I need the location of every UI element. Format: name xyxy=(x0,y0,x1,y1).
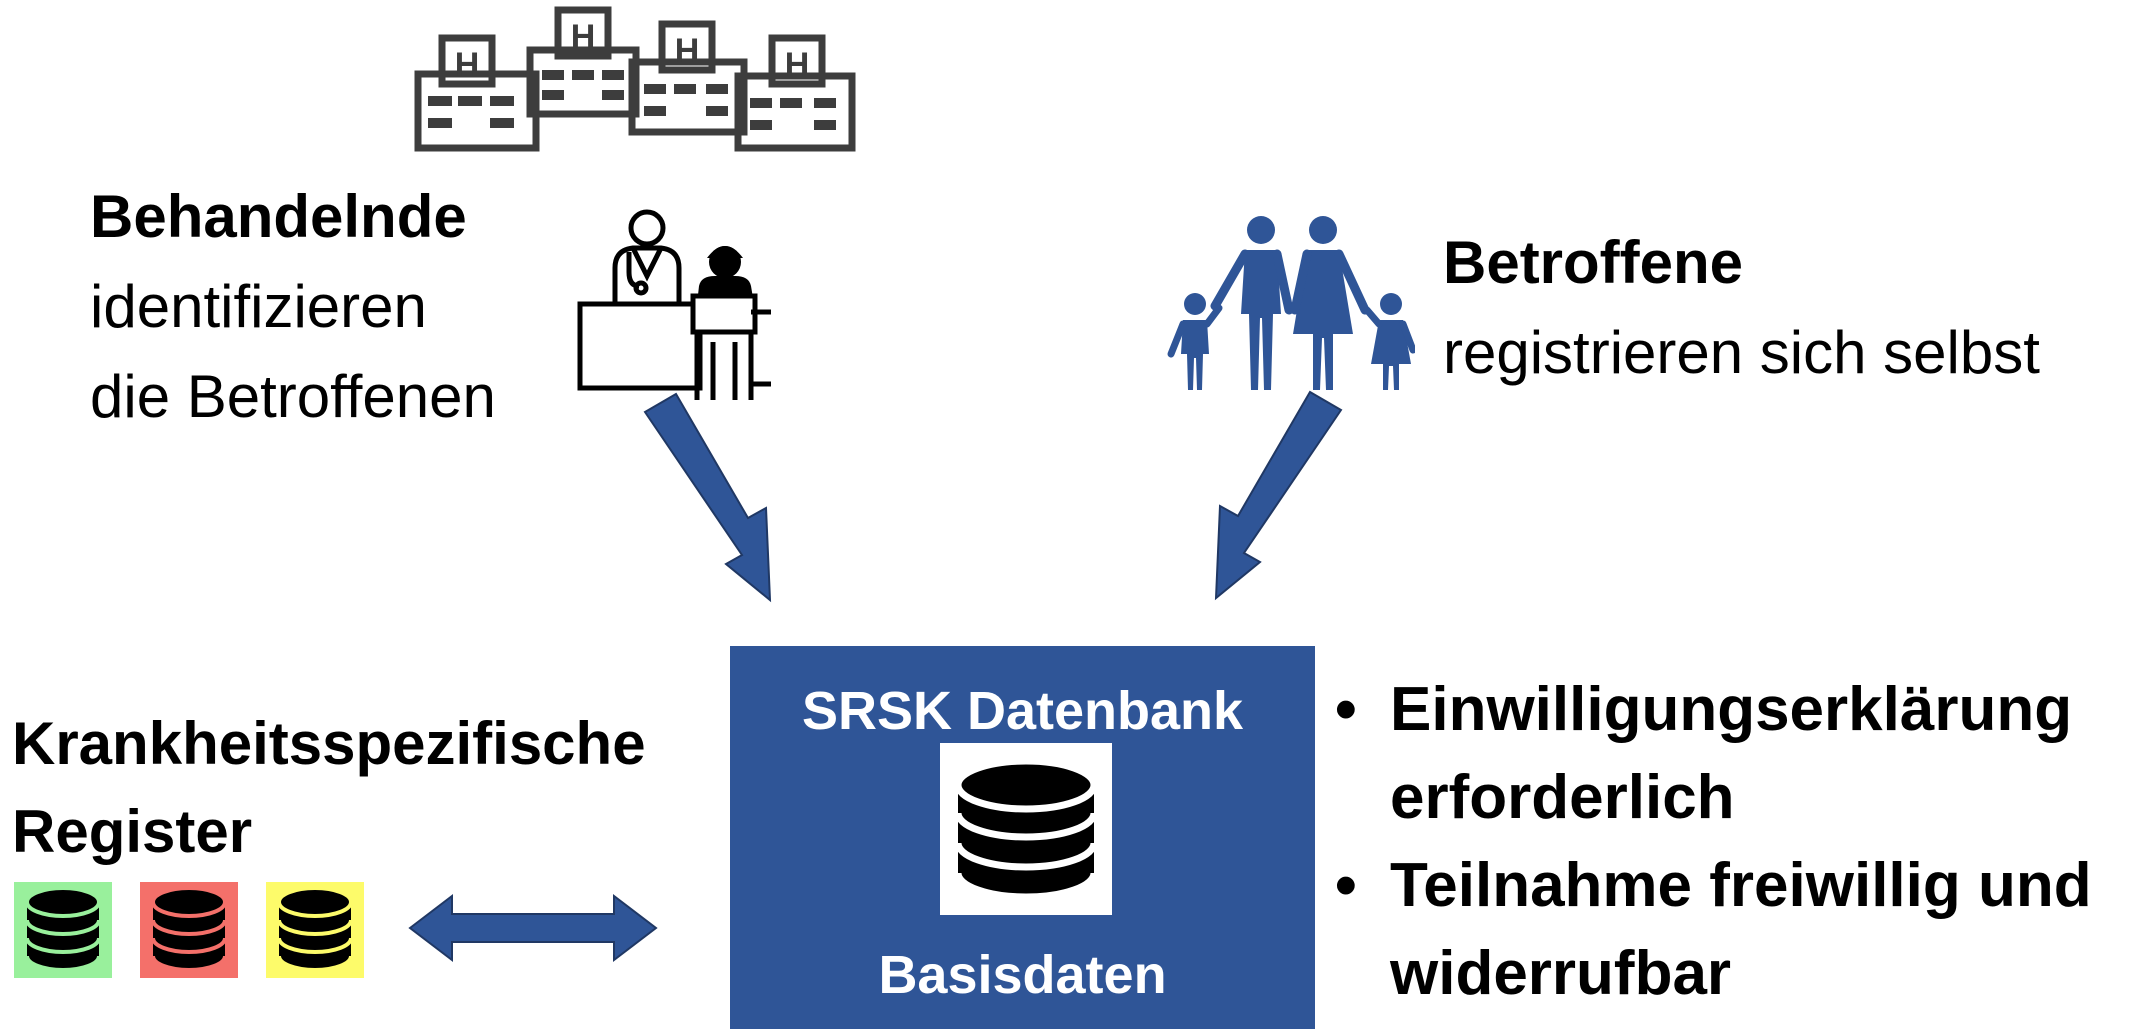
svg-text:H: H xyxy=(571,18,596,56)
srsk-database-box: SRSK Datenbank Basisdaten xyxy=(730,646,1315,1029)
registries-line-1: Krankheitsspezifische xyxy=(12,710,646,777)
double-arrow-icon xyxy=(408,893,658,963)
registries-text-block: Krankheitsspezifische Register xyxy=(12,700,646,876)
family-icon xyxy=(1167,216,1415,390)
bullet-item: • Einwilligungserklärung xyxy=(1335,666,2092,754)
database-subtitle: Basisdaten xyxy=(878,945,1167,1005)
bullet-1-line-2: erforderlich xyxy=(1390,763,1735,832)
affected-title: Betroffene xyxy=(1443,229,1744,296)
treating-line-1: identifizieren xyxy=(90,273,427,340)
registry-db-green-icon xyxy=(14,882,112,978)
svg-text:H: H xyxy=(785,46,810,84)
database-icon xyxy=(940,743,1112,915)
bullet-2-line-2: widerrufbar xyxy=(1390,939,1732,1008)
bullet-item: • Teilnahme freiwillig und xyxy=(1335,842,2092,930)
arrow-down-left-icon xyxy=(1214,390,1343,601)
affected-text-block: Betroffene registrieren sich selbst xyxy=(1443,218,2040,398)
hospital-group-icon: H H H H xyxy=(414,6,856,152)
svg-text:H: H xyxy=(675,32,700,70)
bullet-2-line-1: Teilnahme freiwillig und xyxy=(1390,851,2092,920)
treating-title: Behandelnde xyxy=(90,183,467,250)
doctor-patient-desk-icon xyxy=(577,209,771,400)
registries-line-2: Register xyxy=(12,798,253,865)
arrow-down-right-icon xyxy=(643,392,772,603)
registry-databases xyxy=(14,882,364,978)
bullet-dot: • xyxy=(1335,675,1357,744)
bullet-list: • Einwilligungserklärung erforderlich • … xyxy=(1335,666,2092,1018)
treating-line-2: die Betroffenen xyxy=(90,363,496,430)
registry-db-red-icon xyxy=(140,882,238,978)
registry-db-yellow-icon xyxy=(266,882,364,978)
bullet-dot: • xyxy=(1335,851,1357,920)
treating-text-block: Behandelnde identifizieren die Betroffen… xyxy=(90,172,496,442)
database-title: SRSK Datenbank xyxy=(801,681,1244,741)
svg-text:H: H xyxy=(455,46,480,84)
affected-line-1: registrieren sich selbst xyxy=(1443,319,2040,386)
bullet-1-line-1: Einwilligungserklärung xyxy=(1390,675,2073,744)
